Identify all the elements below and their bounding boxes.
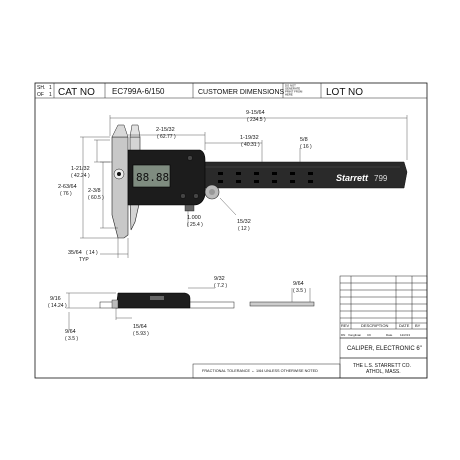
dim-typ: TYP: [79, 257, 89, 263]
of-value: 1: [49, 92, 52, 98]
dim-side-width: 15/64: [133, 324, 147, 330]
brand-logo: Starrett: [336, 173, 369, 183]
sh-value: 1: [49, 85, 52, 91]
note-line-2: GENERATE: [285, 87, 300, 91]
sh-label: SH.: [37, 85, 45, 91]
customer-dimensions-label: CUSTOMER DIMENSIONS: [198, 89, 285, 96]
date-value: 12/2/13: [400, 333, 410, 337]
dim-jaw-height: 2-63/64: [58, 184, 77, 190]
rev-header: REV: [341, 323, 350, 328]
caliper-side-view: 9/32 ( 7.2 ) 9/16 ( 14.24 ) 9/64 ( 3.5 )…: [48, 276, 235, 342]
title-block-bottom: CALIPER, ELECTRONIC 6" THE L.S. STARRETT…: [192, 337, 428, 379]
caliper-front-view: Starrett 799 88.88: [111, 124, 408, 239]
title-block-top: SH. 1 OF 1 CAT NO EC799A-6/150 CUSTOMER …: [35, 83, 427, 99]
description-header: DESCRIPTION: [361, 323, 388, 328]
dim-thumb-offset-mm: ( 25.4 ): [187, 222, 203, 228]
date-header: DATE: [399, 323, 410, 328]
front-view-dimensions: 9-15/64 ( 234.5 ) 2-15/32 ( 62.77 ) 1-19…: [58, 110, 408, 263]
dim-jaw-height-mm: ( 76 ): [60, 191, 72, 197]
beam-scale-slots: [218, 172, 313, 183]
dim-beam-width-mm: ( 12 ): [238, 226, 250, 232]
company-location: ATHOL, MASS.: [366, 369, 401, 375]
dim-head-width: 2-15/32: [156, 127, 175, 133]
dim-beam-width: 15/32: [237, 219, 251, 225]
note-line-3: PRINT FROM: [285, 90, 303, 94]
fixed-jaw: [111, 136, 129, 239]
dim-display-offset-mm: ( 40.31 ): [241, 142, 260, 148]
dim-end-thickness-mm: ( 3.5 ): [293, 288, 306, 294]
lcd-reading: 88.88: [136, 171, 169, 184]
dim-depth-rod: 5/8: [300, 137, 308, 143]
end-beam: [249, 301, 315, 307]
power-button-icon: [187, 155, 193, 161]
dim-depth-rod-mm: ( 16 ): [300, 144, 312, 150]
upper-jaw-fixed: [111, 124, 129, 138]
dim-end-thickness: 9/64: [293, 281, 304, 287]
ck-label: CK: [367, 333, 371, 337]
upper-jaw-sliding: [129, 124, 141, 138]
dim-display-offset: 1-19/32: [240, 135, 259, 141]
dim-side-height: 9/16: [50, 296, 61, 302]
dim-inner-jaw: 1-21/32: [71, 166, 90, 172]
dim-side-height-mm: ( 14.24 ): [48, 303, 67, 309]
note-line-4: HERE: [285, 93, 293, 97]
dim-jaw-tip-mm: ( 14 ): [86, 250, 98, 256]
model-number: 799: [374, 174, 388, 183]
dim-beam-height: 2-3/8: [88, 188, 101, 194]
dim-jaw-tip: 35/64: [68, 250, 82, 256]
dim-side-top-mm: ( 7.2 ): [214, 283, 227, 289]
lcd-screen: [132, 164, 171, 188]
by-header: BY: [415, 323, 421, 328]
dim-beam-height-mm: ( 60.5 ): [88, 195, 104, 201]
mode-button-icon: [180, 193, 186, 199]
revision-table: REV DESCRIPTION DATE BY DN Vonglinan CK …: [339, 275, 428, 339]
dim-side-bottom: 9/64: [65, 329, 76, 335]
note-line-1: DO NOT: [285, 84, 296, 88]
dim-overall-length-mm: ( 234.5 ): [247, 117, 266, 123]
dim-side-bottom-mm: ( 3.5 ): [65, 336, 78, 342]
company-name: THE L.S. STARRETT CO.: [353, 363, 411, 369]
caliper-end-view: 9/64 ( 3.5 ): [249, 281, 315, 307]
dn-value: Vonglinan: [348, 333, 362, 337]
dim-overall-length: 9-15/64: [246, 110, 265, 116]
date-label: Date: [386, 333, 393, 337]
dim-side-top: 9/32: [214, 276, 225, 282]
lot-no-label: LOT NO: [326, 87, 363, 98]
cat-no-label: CAT NO: [58, 87, 95, 98]
dim-side-width-mm: ( 5.93 ): [133, 331, 149, 337]
part-name: CALIPER, ELECTRONIC 6": [347, 346, 422, 352]
cat-no-value: EC799A-6/150: [112, 87, 165, 96]
dim-inner-jaw-mm: ( 42.24 ): [71, 173, 90, 179]
dn-label: DN: [341, 333, 345, 337]
dim-head-width-mm: ( 62.77 ): [157, 134, 176, 140]
of-label: OF: [37, 92, 44, 98]
side-display-housing: [115, 292, 191, 309]
tolerance-note: FRACTIONAL TOLERANCE ← 1/64 UNLESS OTHER…: [202, 369, 318, 373]
dim-thumb-offset: 1.000: [187, 215, 201, 221]
